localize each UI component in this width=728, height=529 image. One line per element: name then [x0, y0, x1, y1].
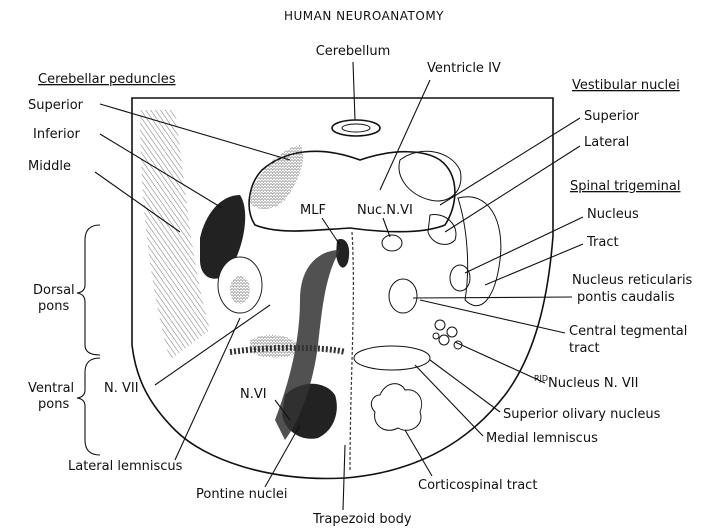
label-superior-olivary: Superior olivary nucleus: [503, 407, 661, 422]
middle-peduncle-fibers: [140, 110, 210, 360]
label-dorsal-pons-1: Dorsal: [33, 283, 75, 298]
label-cerebellar-peduncles: Cerebellar peduncles: [38, 72, 176, 87]
label-ctt-2: tract: [569, 341, 600, 356]
label-cerebellum: Cerebellum: [316, 44, 391, 59]
label-mlf: MLF: [300, 203, 326, 218]
dorsal-pons-brace: [77, 225, 100, 355]
page-title: HUMAN NEUROANATOMY: [284, 9, 444, 23]
label-st-nucleus: Nucleus: [587, 207, 639, 222]
label-medial-lemniscus: Medial lemniscus: [486, 431, 598, 446]
label-vestibular-nuclei: Vestibular nuclei: [572, 78, 680, 93]
label-dorsal-pons-2: pons: [38, 299, 69, 314]
cerebellum-remnant: [332, 120, 380, 136]
label-pontine-nuclei: Pontine nuclei: [196, 487, 288, 502]
label-nucleus-n-vii: Nucleus N. VII: [548, 376, 638, 391]
label-nrpc-2: pontis caudalis: [577, 290, 675, 305]
label-lateral-lemniscus: Lateral lemniscus: [68, 459, 183, 474]
label-n-vii: N. VII: [104, 381, 139, 396]
label-trapezoid-body: Trapezoid body: [312, 512, 412, 527]
label-spinal-trigeminal: Spinal trigeminal: [570, 179, 680, 194]
label-n-vi: N.VI: [240, 387, 267, 402]
label-vest-lateral: Lateral: [584, 135, 629, 150]
label-vest-superior: Superior: [584, 109, 640, 124]
label-corticospinal: Corticospinal tract: [418, 478, 537, 493]
label-st-tract: Tract: [586, 235, 619, 250]
label-ventricle-iv: Ventricle IV: [427, 61, 501, 76]
ventral-pons-brace: [77, 358, 100, 455]
label-inf-peduncle: Inferior: [33, 127, 81, 142]
label-ventral-pons-1: Ventral: [28, 381, 74, 396]
label-nrpc-1: Nucleus reticularis: [572, 273, 693, 288]
label-nuc-n-vi: Nuc.N.VI: [357, 203, 413, 218]
label-ventral-pons-2: pons: [38, 397, 69, 412]
label-ctt-1: Central tegmental: [569, 324, 687, 339]
label-sup-peduncle: Superior: [28, 98, 84, 113]
label-mid-peduncle: Middle: [28, 159, 71, 174]
